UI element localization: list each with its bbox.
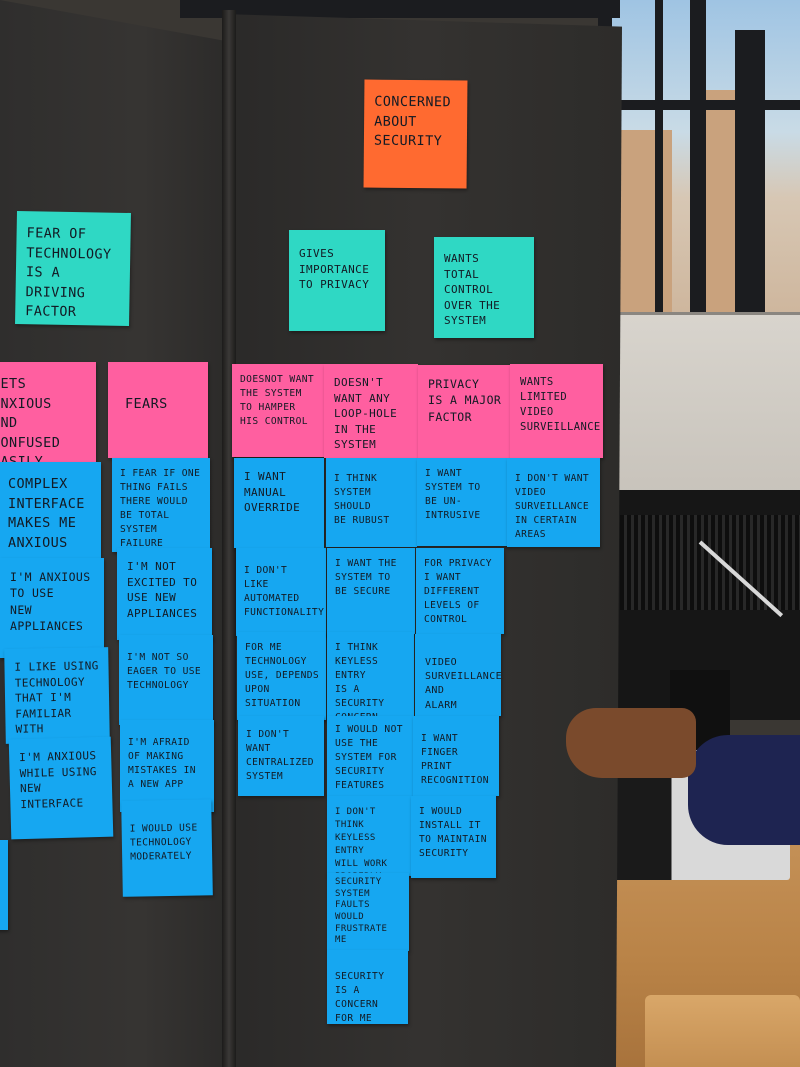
note-manual-override: I want manual override — [234, 458, 324, 548]
note-fear-total-failure: I fear if one thing fails there would be… — [112, 458, 210, 552]
note-anxious-new-appliances: I'm anxious to use new appliances — [0, 558, 104, 658]
note-no-centralized-system: I don't want centralized system — [238, 716, 324, 796]
note-depends-upon-situation: For me technology use, depends upon situ… — [237, 632, 326, 720]
note-use-moderately: I would use technology moderately — [121, 799, 213, 897]
chair — [645, 995, 800, 1067]
note-like-familiar-technology: I like using technology that I'm familia… — [4, 647, 110, 744]
board-hinge — [222, 10, 236, 1067]
person-hand — [566, 708, 696, 778]
cubicle-partition — [600, 312, 800, 505]
note-no-automated-functionality: I don't like automated functionality — [236, 548, 326, 636]
note-security-concern: Security is a concern for me — [327, 950, 408, 1024]
note-anxious-new-interface: I'm anxious while using new interface — [8, 736, 114, 840]
note-not-use-security-features: I would not use the system for security … — [327, 716, 413, 796]
monitor-vents — [620, 515, 800, 610]
note-no-loop-hole: Doesn't want any loop-hole in the system — [324, 364, 418, 458]
note-afraid-mistakes: I'm afraid of making mistakes in a new a… — [120, 720, 214, 812]
note-complex-interface: Complex interface makes me anxious — [0, 462, 101, 565]
note-gets-anxious: Gets anxious and confused easily — [0, 362, 96, 462]
note-finger-print-recognition: I want finger print recognition — [413, 716, 499, 796]
note-video-surveillance-alarm: Video surveillance and alarm — [415, 634, 501, 716]
note-partial-edge — [0, 840, 8, 930]
window-frame — [655, 0, 663, 330]
note-keyless-entry-concern: I think keyless entry is a security conc… — [327, 632, 414, 716]
note-no-surveillance-certain-areas: I don't want video surveillance in certa… — [507, 458, 600, 547]
note-levels-of-control: For privacy I want different levels of c… — [416, 548, 504, 634]
note-system-secure: I want the system to be secure — [327, 548, 415, 634]
note-gives-importance-to-privacy: Gives importance to privacy — [289, 230, 385, 331]
note-not-excited-new-appliances: I'm not excited to use new appliances — [117, 548, 212, 640]
note-not-hamper-control: Doesnot want the system to hamper his co… — [232, 364, 324, 457]
note-not-eager-technology: I'm not so eager to use technology — [119, 635, 213, 725]
note-security-faults-frustrate: Security system faults would frustrate m… — [327, 873, 409, 951]
note-privacy-major-factor: Privacy is a major factor — [418, 365, 512, 458]
note-install-maintain-security: I would install it to maintain security — [411, 796, 496, 878]
note-fear-of-technology: Fear of technology is a driving factor — [15, 211, 131, 326]
window-frame — [600, 100, 800, 110]
note-system-robust: I think system should be rubust — [326, 458, 417, 547]
note-wants-total-control: Wants total control over the system — [434, 237, 534, 338]
person-sleeve — [688, 735, 800, 845]
window-frame — [735, 30, 765, 330]
window-frame — [180, 0, 620, 18]
note-limited-video-surveillance: Wants limited video surveillance — [510, 364, 603, 458]
note-keyless-not-work: I don't think keyless entry will work pr… — [327, 796, 411, 876]
note-unintrusive-system: I want system to be un- intrusive — [417, 458, 508, 546]
window-frame — [690, 0, 706, 330]
note-concerned-about-security: Concerned about security — [363, 79, 468, 189]
note-fears: Fears — [108, 362, 208, 458]
